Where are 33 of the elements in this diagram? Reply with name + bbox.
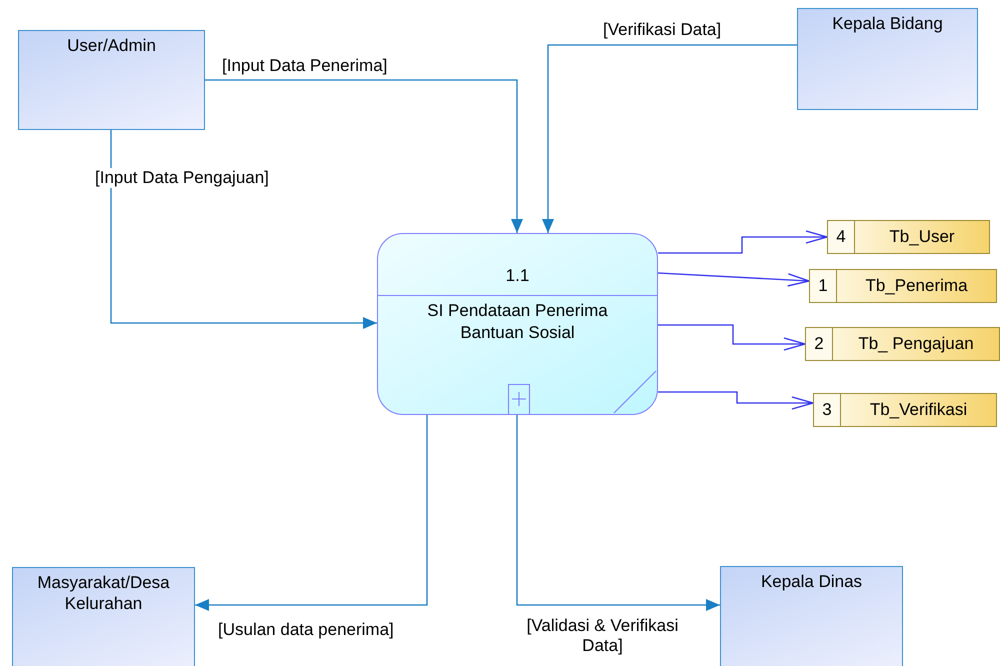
arrow <box>658 324 806 351</box>
edge-label: [Input Data Pengajuan] <box>95 168 269 188</box>
edge-label: [Input Data Penerima] <box>222 56 388 76</box>
entity-box <box>12 567 195 666</box>
entity-box <box>797 8 978 110</box>
arrow <box>110 130 377 329</box>
data-store <box>805 327 1000 361</box>
entity-name: Kepala Bidang <box>832 13 943 34</box>
arrow <box>658 391 814 410</box>
entity-box <box>720 566 903 666</box>
process-box <box>377 233 658 415</box>
process-number: 1.1 <box>504 265 530 287</box>
store-name: Tb_User <box>888 227 956 247</box>
arrow <box>205 79 523 233</box>
entity-name: User/Admin <box>67 35 156 56</box>
edge-label: [Verifikasi Data] <box>603 20 722 40</box>
arrow <box>658 230 828 254</box>
arrow <box>658 272 810 287</box>
data-store <box>813 393 997 427</box>
arrow <box>516 415 720 611</box>
process-name: SI Pendataan Penerima Bantuan Sosial <box>426 300 609 344</box>
arrow <box>195 415 428 611</box>
entity-name: Masyarakat/Desa Kelurahan <box>36 572 171 614</box>
entity-name: Kepala Dinas <box>760 571 862 592</box>
entity-box <box>18 30 205 130</box>
edge-label: [Usulan data penerima] <box>218 620 394 640</box>
store-name: Tb_Verifikasi <box>868 400 968 420</box>
store-name: Tb_Penerima <box>864 276 969 296</box>
edge-label: [Validasi & Verifikasi Data] <box>526 616 680 656</box>
data-store <box>809 269 997 303</box>
store-name: Tb_ Pengajuan <box>857 334 975 354</box>
arrow <box>542 44 797 233</box>
data-store <box>827 220 990 254</box>
